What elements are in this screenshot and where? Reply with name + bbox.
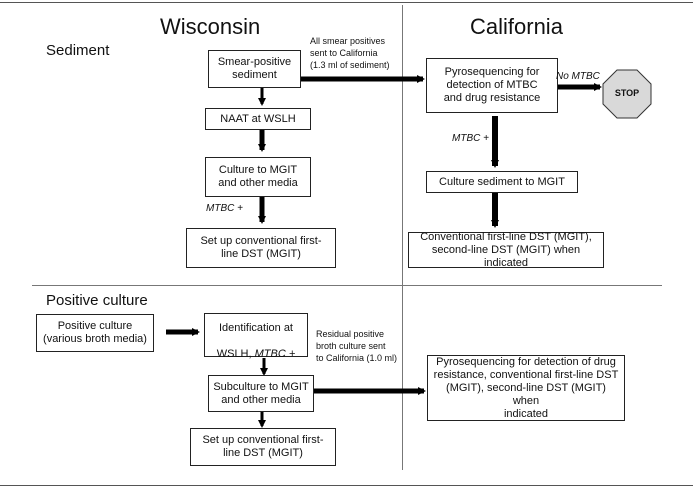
note-smear-positives-sent: All smear positives sent to California (… xyxy=(310,36,390,70)
column-title-california: California xyxy=(470,14,563,39)
column-divider xyxy=(402,5,403,470)
box-culture-to-mgit: Culture to MGIT and other media xyxy=(205,157,311,197)
identification-line1: Identification at xyxy=(219,322,293,334)
box-identification-at-wslh: Identification at WSLH, MTBC + xyxy=(204,313,308,360)
stop-sign-shape xyxy=(602,69,652,119)
box-subculture-to-mgit: Subculture to MGIT and other media xyxy=(208,375,314,412)
section-title-positive-culture: Positive culture xyxy=(46,292,148,309)
box-smear-positive-sediment: Smear-positive sediment xyxy=(208,50,301,88)
box-setup-conventional-dst-sediment: Set up conventional first- line DST (MGI… xyxy=(186,228,336,268)
box-positive-culture: Positive culture (various broth media) xyxy=(36,314,154,352)
label-mtbc-plus-right: MTBC + xyxy=(452,133,489,144)
label-no-mtbc: No MTBC xyxy=(556,71,600,82)
bottom-border xyxy=(0,485,693,486)
box-pyrosequencing-drug-resistance: Pyrosequencing for detection of drug res… xyxy=(427,355,625,421)
box-conventional-dst-california: Conventional first-line DST (MGIT), seco… xyxy=(408,231,604,269)
top-border xyxy=(0,2,693,3)
label-mtbc-plus-left: MTBC + xyxy=(206,203,243,214)
box-culture-sediment-to-mgit: Culture sediment to MGIT xyxy=(426,171,578,193)
stop-sign-label: STOP xyxy=(614,88,640,98)
identification-mtbc-plus: MTBC + xyxy=(254,348,296,360)
section-divider xyxy=(32,285,662,286)
box-pyrosequencing-mtbc: Pyrosequencing for detection of MTBC and… xyxy=(426,58,558,113)
identification-line2-prefix: WSLH, xyxy=(216,348,255,360)
identification-text: Identification at WSLH, MTBC + xyxy=(217,309,296,361)
box-naat-at-wslh: NAAT at WSLH xyxy=(205,108,311,130)
note-residual-positive-culture: Residual positive broth culture sent to … xyxy=(316,329,398,363)
column-title-wisconsin: Wisconsin xyxy=(160,14,261,39)
section-title-sediment: Sediment xyxy=(46,42,110,59)
box-setup-conventional-dst-culture: Set up conventional first- line DST (MGI… xyxy=(190,428,336,466)
